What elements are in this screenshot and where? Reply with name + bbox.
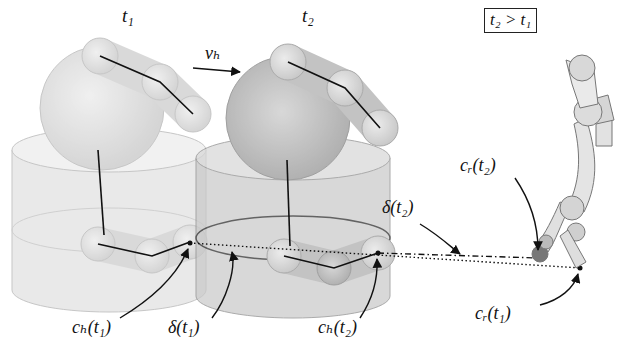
distance-line-t2 xyxy=(378,253,538,258)
math-label: cₕ(t₂) xyxy=(318,318,357,338)
skeleton-t2 xyxy=(284,62,380,268)
velocity-arrow xyxy=(193,68,240,72)
math-label: t₂ xyxy=(302,6,314,27)
math-label: vₕ xyxy=(205,44,221,64)
math-label: cᵣ(t₁) xyxy=(475,304,511,324)
math-label: t₁ xyxy=(122,6,134,27)
robot-arm xyxy=(532,55,614,268)
note-text: t₂ > t₁ xyxy=(490,10,531,29)
points xyxy=(188,241,583,271)
math-label: δ(t₂) xyxy=(382,198,414,218)
leader-arrows xyxy=(120,178,578,318)
distance-line-t1 xyxy=(190,243,580,268)
math-label: cᵣ(t₂) xyxy=(460,156,496,176)
human-model-t1 xyxy=(12,38,211,312)
math-label: cₕ(t₁) xyxy=(72,318,111,338)
human-model-t2 xyxy=(196,44,398,318)
note-box: t₂ > t₁ xyxy=(484,8,537,33)
skeleton-t1 xyxy=(98,56,193,256)
math-label: δ(t₁) xyxy=(168,318,200,338)
